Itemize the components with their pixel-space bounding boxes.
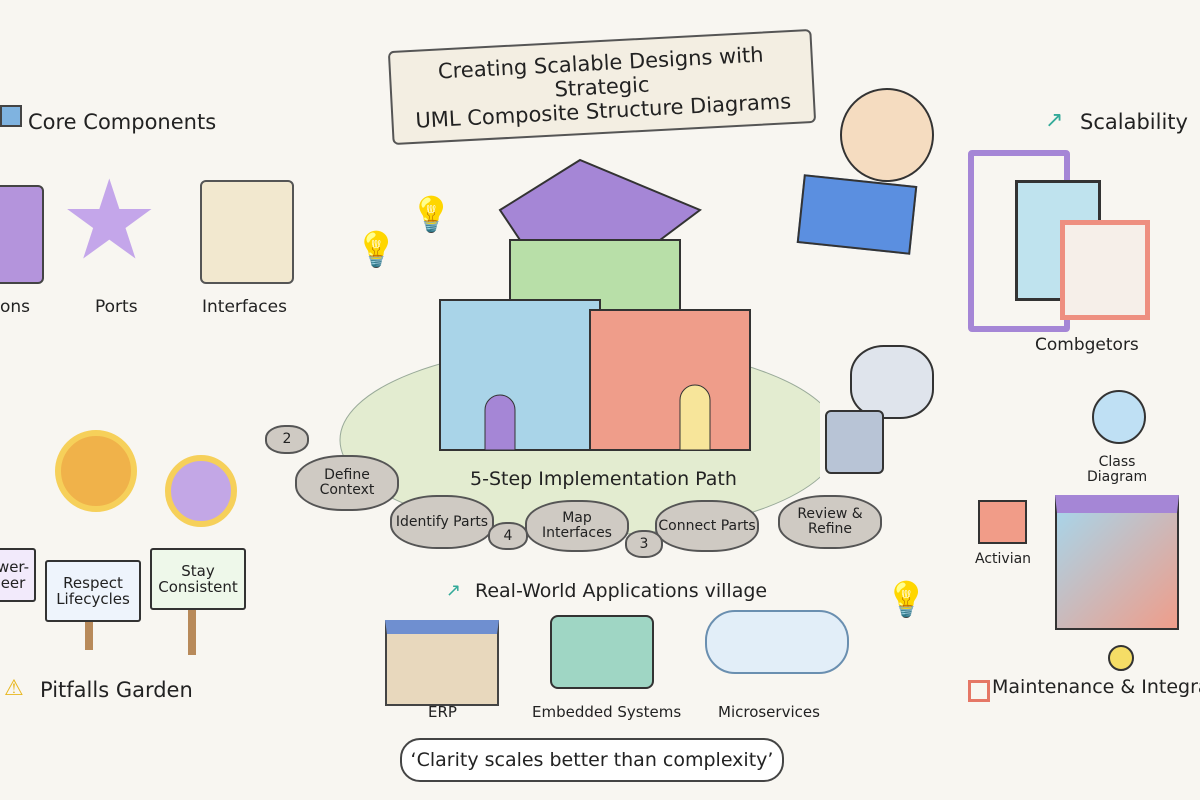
maintenance-heading: Maintenance & Integrat — [992, 676, 1200, 698]
cube-icon — [0, 105, 22, 127]
quote-bubble: ‘Clarity scales better than complexity’ — [400, 738, 784, 782]
lightbulb-icon: 💡 — [410, 195, 453, 235]
node-activian: Activian — [975, 551, 1032, 567]
robot-icon — [850, 345, 934, 419]
component-label: Interfaces — [202, 297, 287, 317]
small-house-icon — [1055, 495, 1179, 630]
puzzle-house-illustration — [339, 158, 820, 536]
app-label: Embedded Systems — [532, 703, 682, 721]
step-define-context: Define Context — [295, 455, 399, 511]
scalability-caption: Combgetors — [1035, 335, 1139, 355]
step-map-interfaces: Map Interfaces — [525, 500, 629, 552]
smiley-icon — [1108, 645, 1134, 671]
scalability-heading: Scalability — [1080, 110, 1188, 134]
title-banner: Creating Scalable Designs with Strategic… — [387, 28, 817, 146]
sign-over-engineer: wer- eer — [0, 548, 36, 602]
pitfalls-heading: Pitfalls Garden — [40, 678, 193, 702]
cloud-icon — [705, 610, 849, 674]
growth-arrow-icon: ↗ — [1045, 108, 1064, 133]
step-review-refine: Review & Refine — [778, 495, 882, 549]
blueprint-icon — [796, 174, 918, 255]
core-components-heading: Core Components — [28, 110, 217, 134]
sunflower-icon — [165, 455, 237, 527]
sign-post — [188, 600, 196, 655]
step-number: 3 — [625, 530, 663, 558]
lightbulb-icon: 💡 — [355, 230, 398, 270]
component-label: Ports — [95, 297, 138, 317]
sign-respect-lifecycles: Respect Lifecycles — [45, 560, 141, 622]
sign-stay-consistent: Stay Consistent — [150, 548, 246, 610]
app-label: ERP — [428, 703, 457, 721]
step-connect-parts: Connect Parts — [655, 500, 759, 552]
node-class-diagram: Class Diagram — [1087, 454, 1148, 486]
warning-icon: ⚠ — [4, 676, 24, 701]
puzzle-block-icon — [978, 500, 1027, 544]
lock-box-icon — [1060, 220, 1150, 320]
growth-arrow-icon: ↗ — [446, 580, 462, 601]
integration-icon — [968, 680, 990, 702]
app-label: Microservices — [718, 703, 820, 721]
star-icon: ★ — [60, 156, 159, 284]
component-label: ons — [0, 297, 31, 317]
chip-icon — [550, 615, 654, 689]
step-number: 2 — [265, 425, 309, 454]
character-head — [840, 88, 934, 182]
sunflower-icon — [55, 430, 137, 512]
lightbulb-icon: 💡 — [885, 580, 928, 620]
tablet-icon — [825, 410, 884, 474]
scroll-icon — [200, 180, 294, 284]
step-identify-parts: Identify Parts — [390, 495, 494, 549]
warehouse-icon — [385, 620, 499, 706]
smiley-icon — [1092, 390, 1146, 444]
applications-heading: Real-World Applications village — [475, 580, 768, 602]
path-heading: 5-Step Implementation Path — [470, 468, 737, 490]
puzzle-icon — [0, 185, 44, 284]
step-number: 4 — [488, 522, 528, 550]
